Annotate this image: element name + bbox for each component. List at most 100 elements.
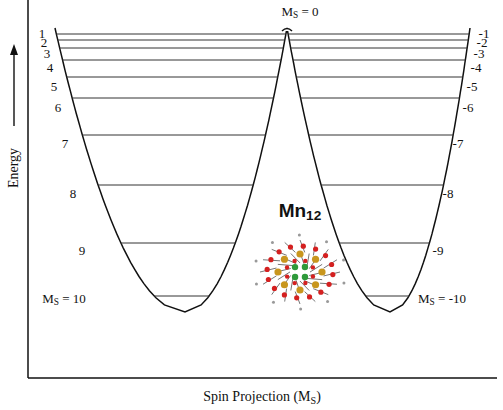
manganese-core-atom [292,274,298,280]
energy-level [60,48,284,49]
energy-arrow-head [10,44,18,55]
bond [278,264,293,265]
energy-level [291,48,467,49]
oxygen-atom [288,245,293,250]
energy-level [288,34,469,35]
oxygen-atom [282,292,287,297]
oxygen-atom [285,274,289,278]
hydrogen-atom [342,259,345,262]
right-well [287,28,470,312]
energy-level [63,60,282,61]
oxygen-atom [311,265,315,269]
energy-level [56,34,286,35]
hydrogen-atom [255,260,258,263]
bond [324,260,337,268]
level-number: 5 [51,80,58,93]
oxygen-atom [311,274,315,278]
level-number: 3 [44,47,51,60]
level-number: -4 [471,61,482,74]
oxygen-atom [329,262,334,267]
hydrogen-atom [299,307,302,310]
axis-title: Energy [7,148,21,188]
manganese-core-atom [302,274,308,280]
oxygen-atom [266,277,271,282]
level-number: -3 [474,47,485,60]
oxygen-atom [326,282,331,287]
oxygen-atom [307,294,312,299]
oxygen-atom [313,246,318,251]
energy-level [121,243,235,244]
oxygen-atom [301,244,306,249]
energy-level [67,77,278,78]
bond [272,249,287,255]
hydrogen-atom [272,301,275,304]
axis-title: Spin Projection (MS) [203,390,321,404]
energy-level [289,40,468,41]
state-label: MS = 10 [42,292,86,305]
energy-level [339,243,429,244]
level-number: 8 [70,187,77,200]
manganese-atom [281,281,288,288]
manganese-atom [312,256,319,263]
hydrogen-atom [255,282,258,285]
bond [272,283,280,295]
hydrogen-atom [342,281,345,284]
level-number: 6 [55,101,62,114]
bond [307,278,322,279]
left-well [55,28,287,312]
oxygen-atom [277,249,282,254]
y-axis [27,0,29,378]
bond [307,254,309,266]
level-number: -7 [453,137,464,150]
manganese-atom [318,268,325,275]
oxygen-atom [292,281,296,285]
hydrogen-atom [271,241,274,244]
state-label: MS = -10 [418,292,466,305]
energy-levels [56,34,469,296]
manganese-atom [296,250,303,257]
hydrogen-atom [298,234,301,237]
double-well [55,28,470,312]
bond [320,249,328,261]
state-label: MS = 0 [281,5,318,18]
manganese-atom [296,286,303,293]
oxygen-atom [285,265,289,269]
barrier-top [282,29,292,32]
manganese-atom [274,268,281,275]
energy-level [154,296,209,297]
x-axis [28,377,497,379]
level-number: -5 [467,80,478,93]
manganese-atom [312,281,319,288]
energy-level [58,40,285,41]
molecule-name: Mn12 [279,201,322,220]
manganese-core-atom [302,264,308,270]
manganese-atom [281,256,288,263]
level-number: 7 [62,137,69,150]
oxygen-atom [272,286,277,291]
oxygen-atom [294,295,299,300]
oxygen-atom [303,259,307,263]
energy-level [301,98,460,99]
energy-arrow-shaft [13,52,14,126]
energy-level [82,135,265,136]
level-number: -9 [433,244,444,257]
molecule-figure [255,234,346,311]
energy-level [309,135,454,136]
oxygen-atom [323,253,328,258]
oxygen-atom [318,290,323,295]
level-number: -8 [443,187,454,200]
bond [305,292,316,302]
energy-level [293,60,465,61]
oxygen-atom [330,272,335,277]
energy-level [98,185,253,186]
oxygen-atom [303,281,307,285]
bond [291,278,293,290]
oxygen-atom [265,267,270,272]
oxygen-atom [292,259,296,263]
level-number: 4 [47,61,54,74]
energy-level [366,296,409,297]
energy-level [72,98,273,99]
energy-level [296,77,463,78]
